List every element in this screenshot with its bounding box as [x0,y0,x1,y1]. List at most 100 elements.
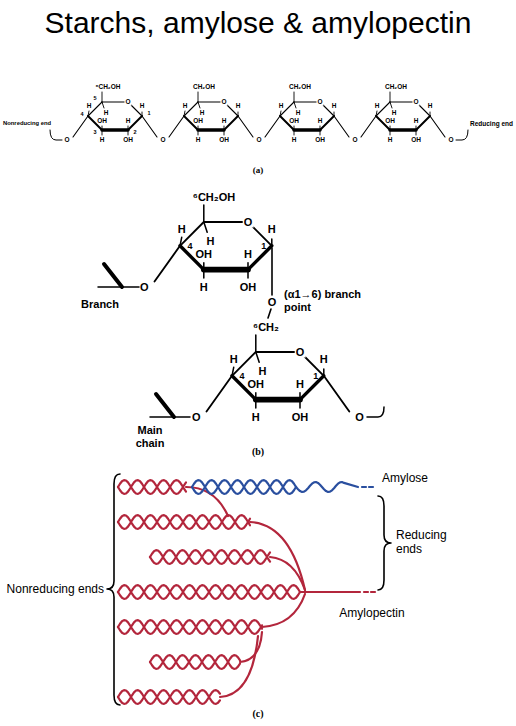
substituent-bond [320,126,321,130]
title: Starchs, amylose & amylopectin [0,6,516,40]
substituent-bond [294,102,296,108]
carbon-number: 3 [93,130,96,136]
chem-label: H [140,103,145,110]
chem-label: H [414,118,419,125]
branch-link [220,636,258,697]
double-helix [150,550,270,564]
ring-bond [256,397,300,403]
branch-link [262,594,305,627]
carbon-number: 4 [80,112,83,118]
double-helix [118,515,250,529]
carbon-number: 1 [313,371,318,380]
ring-oxygen: O [316,99,323,106]
polymer-label: Amylopectin [339,607,404,619]
substituent-bond [198,130,199,135]
panel-letter: (a) [253,166,264,175]
glycosidic-bond [142,116,157,137]
chem-label: H [87,103,92,110]
glycosidic-bond [361,116,376,137]
ring-oxygen: O [124,99,131,106]
double-helix [192,480,296,494]
chem-label: H [332,103,337,110]
substituent-bond [334,112,335,116]
panel-letter: (c) [252,709,263,719]
substituent-bond [299,400,301,409]
chem-label: H [320,353,328,364]
double-helix [118,480,186,494]
substituent-bond [390,130,391,135]
branch-point-label: (α1→6) branch point [284,288,370,313]
substituent-bond [142,112,143,116]
polymer-label: Amylose [382,472,428,484]
ring-bond [204,267,248,273]
chain-stub [122,286,139,288]
ring-bond [256,351,300,353]
substituent-bond [102,102,104,108]
double-helix [150,655,240,669]
substituent-bond [247,263,249,270]
substituent-bond [203,270,205,279]
chem-label: CH₂OH [385,84,407,91]
amylose-chain [296,482,358,492]
substituent-bond [255,400,257,409]
substituent-bond [88,111,89,116]
chem-label: ⁶CH₂OH [193,191,235,202]
chem-label: H [392,110,397,117]
ring-oxygen: O [243,217,254,228]
chem-label: OH [248,379,265,390]
end-label: Reducing end [470,121,513,128]
double-helix [118,515,250,529]
chem-label: OH [97,118,107,125]
substituent-bond [180,237,182,246]
chem-label: H [318,118,323,125]
glycosidic-bond [324,376,350,412]
chem-label: H [292,137,297,144]
end-label: Reducing ends [396,529,466,557]
bracket [378,496,391,590]
substituent-bond [294,130,295,135]
substituent-bond [280,111,281,116]
chem-label: H [252,411,260,422]
branch-link [250,522,305,590]
substituent-bond [390,92,391,102]
glycosidic-oxygen: O [140,281,149,292]
chem-label: H [296,110,301,117]
substituent-bond [294,126,295,130]
glycosidic-bond [268,309,271,318]
bracket [107,474,120,705]
substituent-bond [255,393,257,400]
double-helix [118,620,262,634]
chem-label: H [296,379,304,390]
glycosidic-oxygen: O [64,137,69,144]
substituent-bond [294,92,295,102]
carbon-number: 4 [187,241,192,250]
substituent-bond [271,239,273,246]
substituent-bond [256,352,259,362]
chain-label: Branch [81,299,119,310]
glycosidic-oxygen: O [352,137,357,144]
chem-label: H [230,353,238,364]
amylose-chain [362,486,374,488]
substituent-bond [416,130,417,135]
ring-bond [198,128,224,131]
ring-bond [390,128,416,131]
substituent-bond [390,126,391,130]
glycosidic-bond [73,116,88,137]
substituent-bond [247,270,249,279]
glycosidic-bond [207,376,233,412]
chem-label: H [126,118,131,125]
glycosidic-oxygen: O [355,411,364,422]
glycosidic-oxygen: O [192,411,201,422]
chain-stub [98,286,122,288]
chain-stub [150,416,174,418]
chem-label: OH [289,118,299,125]
double-helix [118,585,300,599]
chem-label: H [279,103,284,110]
double-helix [118,585,300,599]
chain-end [456,130,468,140]
glycosidic-bond [238,116,253,137]
substituent-bond [203,263,205,270]
chem-label: OH [193,118,203,125]
chem-label: OH [385,118,395,125]
